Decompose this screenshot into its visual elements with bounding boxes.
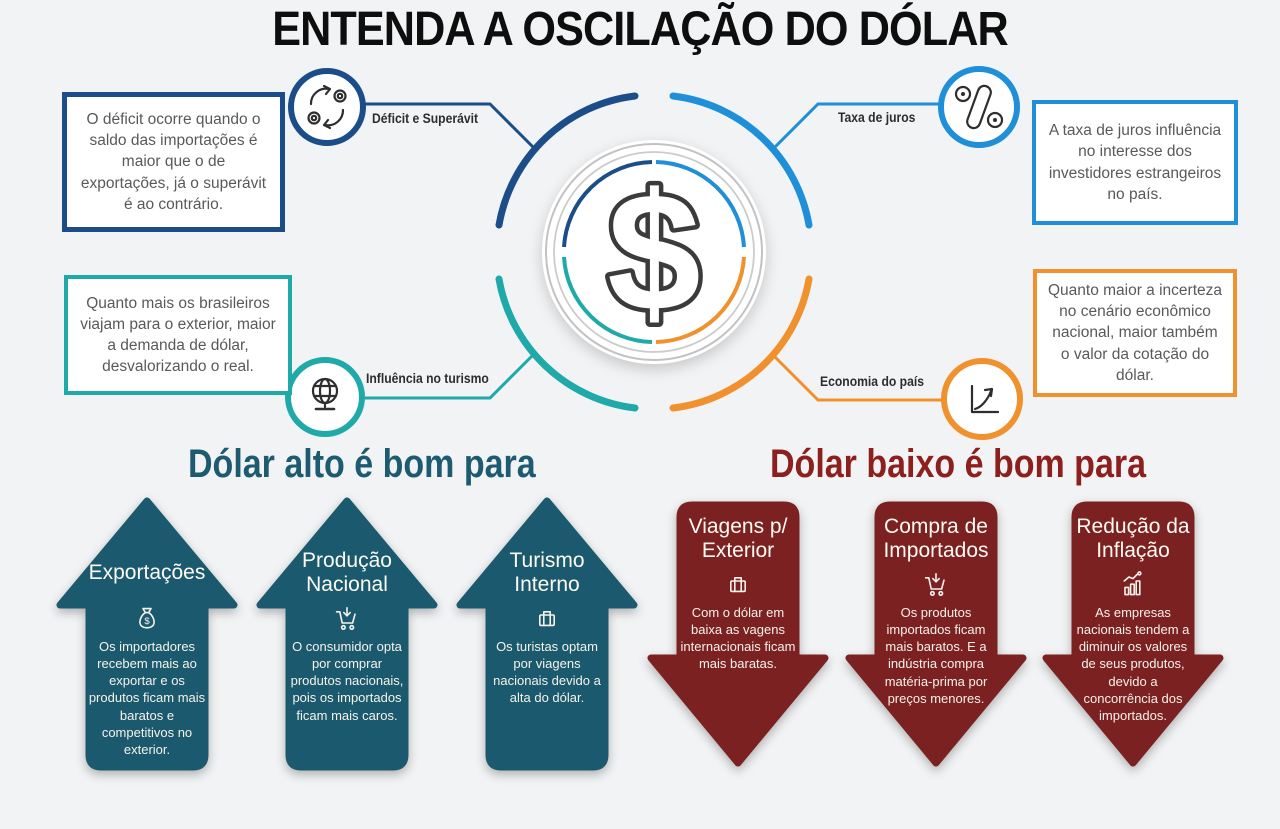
- svg-text:$: $: [144, 616, 150, 627]
- economia-circle: [941, 358, 1023, 440]
- heading-dolar-baixo: Dólar baixo é bom para: [770, 442, 1146, 486]
- label-taxa-juros: Taxa de juros: [838, 110, 916, 125]
- dollar-hub: $: [542, 140, 766, 364]
- callout-text: Quanto maior a incerteza no cenário econ…: [1047, 282, 1223, 384]
- card-text: Os importadores recebem mais ao exportar…: [88, 639, 206, 757]
- label-deficit-superavit: Déficit e Superávit: [372, 111, 479, 126]
- card-title: Turismo Interno: [509, 548, 585, 596]
- card-viagens-exterior: Viagens p/ Exterior Com o dólar em baixa…: [647, 500, 829, 772]
- card-title: Exportações: [88, 560, 206, 584]
- up-arrow-shape: [456, 497, 638, 771]
- callout-text: O déficit ocorre quando o saldo das impo…: [80, 111, 267, 213]
- card-text: Os turistas optam por viagens nacionais …: [493, 639, 601, 706]
- outer-arc-blue: [669, 92, 813, 229]
- card-producao-nacional: Produção Nacional O consumidor opta por …: [256, 497, 438, 773]
- hub-ring-outer: [545, 143, 763, 361]
- hub-ring-inner: [553, 151, 755, 353]
- hub-disc: [542, 140, 766, 364]
- down-arrow-shape: [1042, 501, 1224, 767]
- outer-arc-teal: [495, 275, 639, 412]
- cart-down-icon: [924, 573, 945, 596]
- callout-text: A taxa de juros influência no interesse …: [1048, 122, 1222, 203]
- card-title: Viagens p/ Exterior: [688, 514, 788, 562]
- card-compra-importados: Compra de Importados Os produtos importa…: [845, 500, 1027, 772]
- chart-up-icon: [970, 384, 1000, 414]
- hub-arc-blue: [655, 160, 746, 248]
- suitcase-icon: [730, 577, 746, 593]
- label-influencia-turismo: Influência no turismo: [366, 371, 489, 386]
- factor-node-economia: [941, 358, 1023, 440]
- connector-deficit: [363, 102, 537, 151]
- callout-deficit-superavit: O déficit ocorre quando o saldo das impo…: [62, 92, 285, 232]
- card-exportacoes: Exportações $ Os importadores recebem ma…: [56, 497, 238, 773]
- callout-text: Quanto mais os brasileiros viajam para o…: [80, 294, 276, 376]
- down-arrow-shape: [647, 501, 829, 767]
- card-title: Produção Nacional: [302, 548, 392, 596]
- globe-icon: [311, 377, 339, 411]
- deficit-circle: [288, 68, 366, 146]
- card-text: Os produtos importados ficam mais barato…: [884, 605, 988, 706]
- card-text: As empresas nacionais tendem a diminuir …: [1076, 605, 1190, 723]
- connector-turismo: [363, 351, 537, 400]
- card-text: Com o dólar em baixa as vagens internaci…: [680, 605, 796, 672]
- card-turismo-interno: Turismo Interno Os turistas optam por vi…: [456, 497, 638, 773]
- card-text: O consumidor opta por comprar produtos n…: [290, 639, 404, 723]
- cart-down-icon: [335, 607, 356, 630]
- connector-economia: [771, 353, 944, 402]
- suitcase-icon: [539, 611, 555, 627]
- factor-node-deficit: [288, 68, 366, 146]
- money-bag-icon: $: [139, 607, 155, 629]
- callout-economia: Quanto maior a incerteza no cenário econ…: [1033, 269, 1237, 397]
- bar-chart-icon: [1123, 571, 1142, 596]
- callout-turismo: Quanto mais os brasileiros viajam para o…: [64, 275, 292, 395]
- callout-taxa-juros: A taxa de juros influência no interesse …: [1032, 100, 1238, 225]
- up-arrow-shape: [256, 497, 438, 771]
- outer-arc-orange: [669, 275, 813, 412]
- connector-juros: [771, 102, 944, 151]
- hub-arc-teal: [562, 256, 653, 344]
- card-title: Redução da Inflação: [1076, 514, 1190, 562]
- factor-node-juros: [938, 66, 1020, 148]
- percent-icon: [954, 84, 1004, 130]
- factor-node-turismo: [285, 357, 365, 437]
- hub-arc-navy: [562, 160, 653, 248]
- label-economia-pais: Economia do país: [820, 374, 924, 389]
- hub-arc-orange: [655, 256, 746, 344]
- card-reducao-inflacao: Redução da Inflação As empresas nacionai…: [1042, 500, 1224, 772]
- outer-arc-navy: [495, 92, 639, 229]
- card-title: Compra de Importados: [883, 514, 989, 562]
- down-arrow-shape: [845, 501, 1027, 767]
- up-arrow-shape: [56, 497, 238, 771]
- heading-dolar-alto: Dólar alto é bom para: [188, 442, 536, 486]
- dollar-sign: $: [607, 158, 700, 346]
- exchange-arrows-icon: [307, 84, 347, 130]
- page-title: ENTENDA A OSCILAÇÃO DO DÓLAR: [272, 3, 1008, 56]
